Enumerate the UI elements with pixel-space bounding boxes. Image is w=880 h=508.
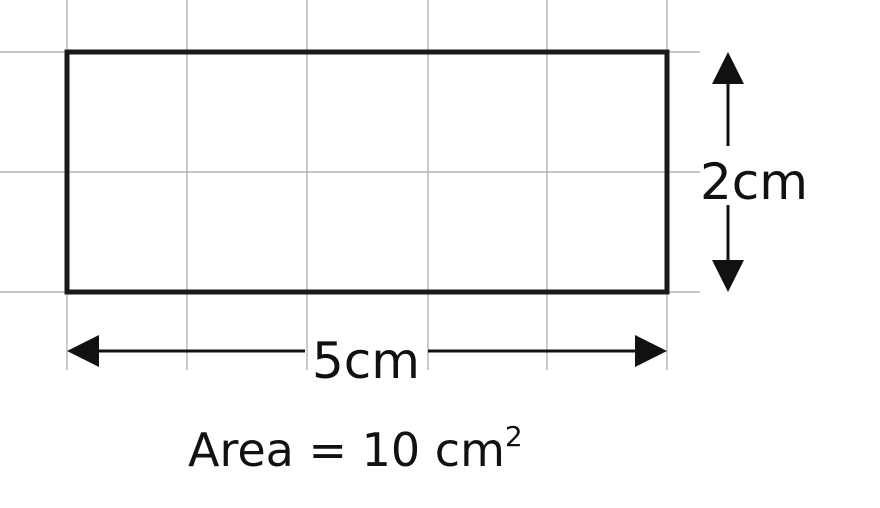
rectangle-shape bbox=[64, 49, 670, 295]
width-label: 5cm bbox=[312, 332, 420, 390]
arrow-down-icon bbox=[712, 260, 744, 292]
height-dimension: 2cm bbox=[700, 52, 808, 292]
height-label: 2cm bbox=[700, 153, 808, 211]
area-exponent: 2 bbox=[505, 420, 523, 453]
arrow-right-icon bbox=[635, 335, 667, 367]
width-dimension: 5cm bbox=[67, 332, 667, 390]
arrow-up-icon bbox=[712, 52, 744, 84]
arrow-left-icon bbox=[67, 335, 99, 367]
area-label: Area = 10 cm2 bbox=[188, 420, 523, 477]
area-text: Area = 10 cm bbox=[188, 423, 505, 477]
background-grid bbox=[0, 0, 700, 370]
